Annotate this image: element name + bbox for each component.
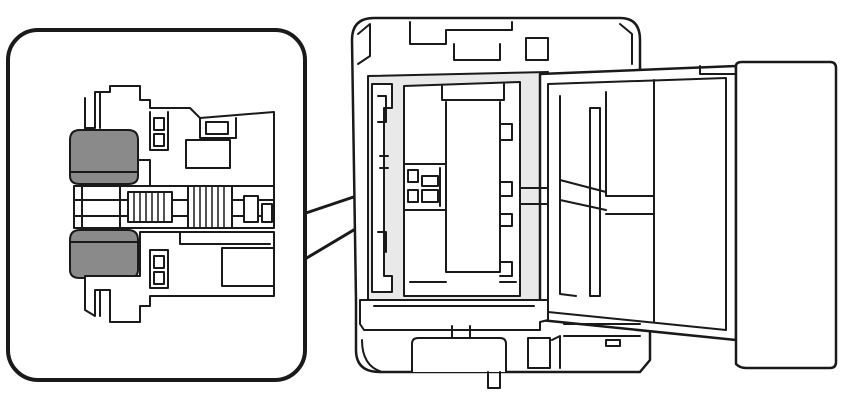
callout-roller-assembly [69, 85, 275, 323]
gear-left [127, 191, 173, 223]
upper-roller [69, 129, 139, 185]
lower-roller [69, 229, 139, 279]
base-handle [411, 337, 507, 373]
inner-tray [403, 81, 521, 297]
callout-detail [6, 28, 406, 382]
printer [350, 16, 838, 389]
installed-roller [403, 163, 447, 211]
gear-right [187, 185, 233, 229]
